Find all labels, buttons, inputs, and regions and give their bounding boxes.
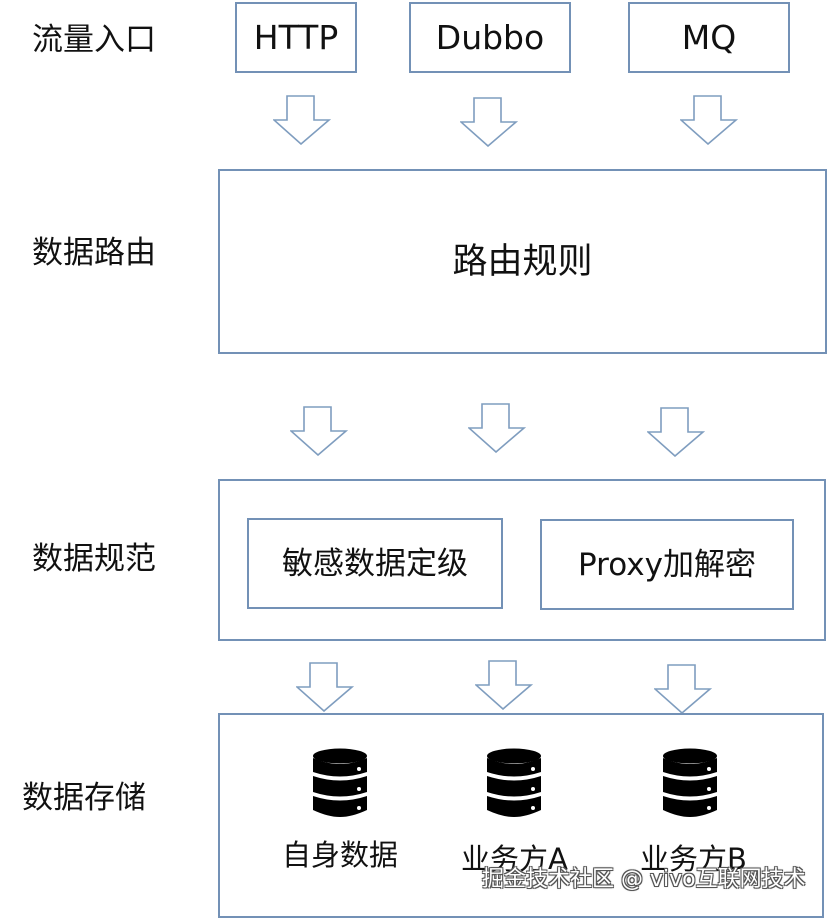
db-label-own-data: 自身数据 <box>282 838 399 872</box>
proxy-encryption-label: Proxy加解密 <box>578 546 756 583</box>
row-label-storage: 数据存储 <box>22 780 146 816</box>
database-icon <box>663 748 717 817</box>
sensitive-data-grading-label: 敏感数据定级 <box>282 545 468 582</box>
routing-rules-box: 路由规则 <box>218 169 827 354</box>
db-label-business-b: 业务方B <box>640 842 747 876</box>
entry-label-dubbo: Dubbo <box>435 17 545 57</box>
entry-box-mq: MQ <box>628 2 790 73</box>
down-arrow-icon <box>460 97 518 147</box>
entry-box-http: HTTP <box>235 2 357 73</box>
row-label-entry: 流量入口 <box>32 22 156 58</box>
row-label-routing: 数据路由 <box>32 235 156 271</box>
database-icon <box>487 748 541 817</box>
entry-box-dubbo: Dubbo <box>409 2 571 73</box>
db-label-business-a: 业务方A <box>461 842 568 876</box>
down-arrow-icon <box>273 95 331 145</box>
entry-label-http: HTTP <box>253 17 339 57</box>
sensitive-data-grading-box: 敏感数据定级 <box>247 518 503 609</box>
proxy-encryption-box: Proxy加解密 <box>540 519 794 610</box>
database-icon <box>313 748 367 817</box>
down-arrow-icon <box>647 407 705 457</box>
down-arrow-icon <box>475 660 533 710</box>
down-arrow-icon <box>296 662 354 712</box>
down-arrow-icon <box>468 403 526 453</box>
routing-rules-label: 路由规则 <box>452 241 593 282</box>
down-arrow-icon <box>290 406 348 456</box>
entry-label-mq: MQ <box>681 17 737 57</box>
down-arrow-icon <box>654 664 712 714</box>
row-label-standards: 数据规范 <box>32 541 156 577</box>
down-arrow-icon <box>680 95 738 145</box>
watermark: 掘金技术社区 @ vivo互联网技术 <box>482 867 806 892</box>
